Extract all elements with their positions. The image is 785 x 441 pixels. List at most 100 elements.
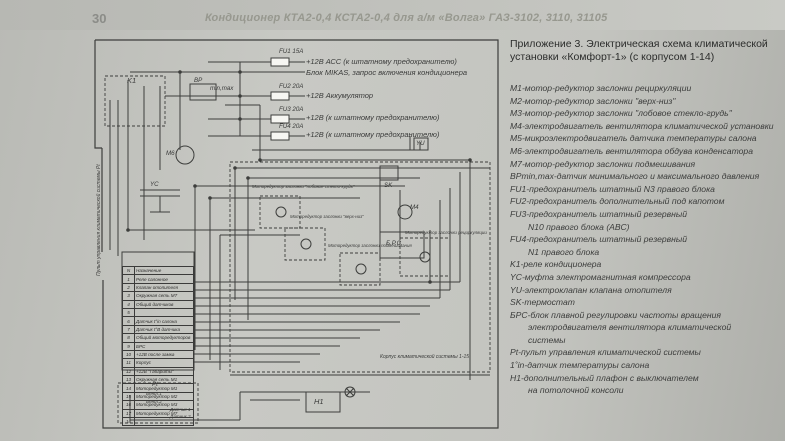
pin-number-cell: 18 [122,417,135,427]
bp-sensor [189,83,217,101]
sk-label: SK [384,182,393,189]
table-row: 18 [122,417,194,427]
pin-number-cell: 14 [122,383,135,393]
pin-purpose-cell [134,307,194,318]
pin-number-cell: 12 [122,366,135,377]
pin-number-cell: 15 [122,391,135,402]
wires [109,61,490,421]
fu3-label: FU3 20A [279,106,304,113]
legend-item: K1-реле кондиционера [510,259,602,270]
table-row: 5 [122,307,194,318]
m4-motor [397,204,413,220]
pin-purpose-cell: БРС [134,341,194,351]
yu-label: YU [416,140,425,147]
m1-box [399,237,451,277]
bp-label: BP [194,77,203,84]
legend-item: BPmin,max-датчик минимального и максимал… [510,171,760,182]
yc-label: YC [150,181,159,188]
legend-item: Pt-пульт управления климатической систем… [510,347,701,358]
yu-valve [413,137,429,151]
legend-item: M2-мотор-редуктор заслонки "верх-низ" [510,95,676,106]
m7-motor [355,263,367,275]
bp-sub-label: min,max [210,85,234,92]
pin-number-cell: 5 [122,307,135,318]
pin-purpose-cell: Моторедуктор M3 [134,400,194,410]
fu2-fuse [270,91,290,101]
m2-box [284,227,326,261]
table-row: 12+12В "Габариты" [122,366,194,377]
table-header-cell: N [122,265,135,276]
pin-purpose-cell: Моторедуктор M2 [134,391,194,402]
legend-item: YC-муфта электромагнитная компрессора [510,271,691,282]
k1-label: K1 [127,76,137,85]
pin-purpose-cell: Общий датчиков [134,299,194,309]
table-header-row: N Назначение [122,265,194,276]
legend-item: N1 правого блока [528,246,600,257]
appendix-title: Приложение 3. Электрическая схема климат… [510,38,768,63]
m3-caption: Моторедуктор заслонки "лобовое стекло-гр… [252,184,355,189]
fu1-fuse [270,57,290,67]
legend-item: БРС-блок плавной регулировки частоты вра… [510,309,721,320]
legend-item: M3-мотор-редуктор заслонки "лобовое стек… [510,108,732,119]
m3-motor [275,206,287,218]
h1-label: H1 [314,397,324,406]
fu4-fuse [270,131,290,141]
console-vertical-label: Пульт управления климатической системы P… [96,164,102,276]
pin-number-cell: 17 [122,408,135,419]
pin-purpose-cell: +12В после замка [134,349,194,360]
pin-purpose-cell [134,417,194,427]
pin-number-cell: 2 [122,282,135,293]
pin-purpose-cell: +12В "Габариты" [134,366,194,377]
page-header: 30 Кондиционер КТА2-0,4 КСТА2-0,4 для а/… [0,0,785,30]
brs-label: Б.Р.С. [386,240,403,247]
pin-purpose-cell: Датчик t°in салона [134,316,194,326]
fu2-text: +12В Аккумулятор [306,91,374,100]
m7-caption: Моторедуктор заслонки подмешивания [328,243,412,248]
pin-purpose-cell: Моторедуктор M1 [134,383,194,393]
climate-housing-boundary [229,161,491,373]
legend-item: FU4-предохранитель штатный резервный [510,234,687,245]
fu4-label: FU4 20A [279,123,304,130]
pin-number-cell: 3 [122,291,135,301]
legend-item: M1-мотор-редуктор заслонки рециркуляции [510,83,692,93]
legend-item: M7-мотор-редуктор заслонки подмешивания [510,158,696,169]
m6-label: M6 [166,150,175,157]
legend-item: FU3-предохранитель штатный резервный [510,208,687,219]
pin-number-cell: 6 [122,316,135,326]
legend-item: M4-электродвигатель вентилятора климатич… [510,120,774,131]
pin-number-cell: 9 [122,341,135,351]
legend-item: FU2-предохранитель дополнительный под ка… [510,196,725,207]
fu3-text: +12В (к штатному предохранителю) [306,113,440,122]
housing-caption: Корпус климатической системы 1-15 [380,354,470,360]
fu1-text: +12В АСС (к штатному предохранителю) [306,57,457,66]
pin-purpose-cell: Окружная сеть M7 [134,291,194,301]
mikas-text: Блок MIKAS, запрос включения кондиционер… [306,68,468,77]
legend-item: SK-термостат [510,297,575,308]
legend-item: H1-дополнительный плафон с выключателем [510,372,699,383]
pin-number-cell: 13 [122,375,135,385]
h1-lamp [305,391,341,413]
running-title: Кондиционер КТА2-0,4 КСТА2-0,4 для а/м «… [205,12,608,24]
pin-purpose-cell: Датчик t°В датчика [134,324,194,335]
legend-item: N10 правого блока (АВС) [528,221,630,232]
pin-purpose-cell: Моторедуктор M7 [134,408,194,419]
pin-purpose-cell: Окружная сеть M1 [134,375,194,385]
m6-motor [175,145,195,165]
m1-motor [419,251,431,263]
fu3-fuse [270,114,290,124]
page-number: 30 [92,11,107,26]
